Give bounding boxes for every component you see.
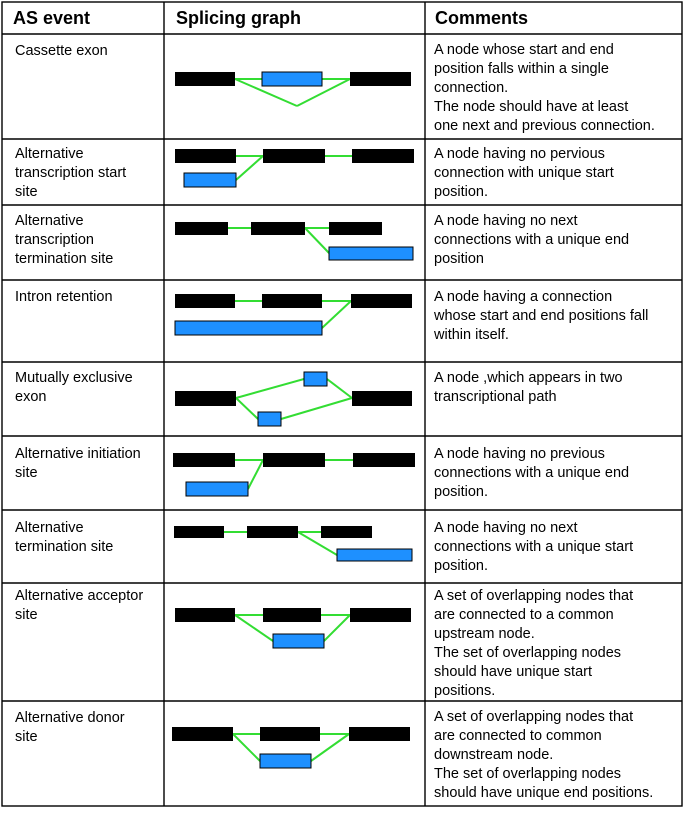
event-comment: A node having a connection whose start a… xyxy=(434,289,649,343)
constitutive-exon xyxy=(174,526,224,538)
alternative-exon xyxy=(272,633,325,649)
constitutive-exon xyxy=(175,391,236,406)
event-comment: A node ,which appears in two transcripti… xyxy=(434,370,623,405)
constitutive-exon xyxy=(262,294,322,308)
splicing-graph-alt-transcription-termination xyxy=(175,222,414,261)
event-comment: A set of overlapping nodes that are conn… xyxy=(434,709,654,801)
event-comment: A set of overlapping nodes that are conn… xyxy=(434,588,634,699)
constitutive-exon xyxy=(173,453,235,467)
constitutive-exon xyxy=(350,608,411,622)
alternative-exon xyxy=(174,320,323,336)
constitutive-exon xyxy=(175,149,236,163)
constitutive-exon xyxy=(321,526,372,538)
constitutive-exon xyxy=(351,294,412,308)
constitutive-exon xyxy=(352,149,414,163)
constitutive-exon xyxy=(350,72,411,86)
splicing-graph-alt-transcription-start xyxy=(175,149,414,188)
constitutive-exon xyxy=(251,222,305,235)
alternative-exon xyxy=(257,411,282,427)
alternative-exon xyxy=(303,371,328,387)
constitutive-exon xyxy=(263,149,325,163)
constitutive-exon xyxy=(172,727,233,741)
event-name: Alternative transcription start site xyxy=(15,146,127,200)
constitutive-exon xyxy=(329,222,382,235)
alternative-exon xyxy=(336,548,413,562)
event-name: Intron retention xyxy=(15,289,113,305)
event-name: Alternative donor site xyxy=(15,710,125,745)
event-name: Alternative acceptor site xyxy=(15,588,144,623)
splicing-graph-alt-donor xyxy=(172,727,410,769)
constitutive-exon xyxy=(260,727,320,741)
header-comments: Comments xyxy=(435,8,529,28)
alternative-exon xyxy=(328,246,414,261)
event-name: Alternative initiation site xyxy=(15,446,141,481)
event-comment: A node having no pervious connection wit… xyxy=(434,146,614,200)
event-name: Alternative transcription termination si… xyxy=(15,213,114,267)
constitutive-exon xyxy=(175,222,228,235)
splicing-graph-mutually-exclusive xyxy=(175,371,412,427)
splicing-graph-cassette-exon xyxy=(175,71,411,107)
event-comment: A node having no next connections with a… xyxy=(434,520,634,574)
constitutive-exon xyxy=(353,453,415,467)
constitutive-exon xyxy=(175,72,235,86)
constitutive-exon xyxy=(263,608,321,622)
alternative-exon xyxy=(183,172,237,188)
event-name: Mutually exclusive exon xyxy=(15,370,133,405)
constitutive-exon xyxy=(247,526,298,538)
event-comment: A node whose start and end position fall… xyxy=(434,42,655,134)
splicing-graph-intron-retention xyxy=(174,294,412,336)
header-as-event: AS event xyxy=(13,8,91,28)
event-name: Alternative termination site xyxy=(15,520,114,555)
event-name: Cassette exon xyxy=(15,43,108,59)
splicing-graph-alt-initiation xyxy=(173,453,415,497)
constitutive-exon xyxy=(352,391,412,406)
alternative-exon xyxy=(261,71,323,87)
splicing-graph-alt-termination xyxy=(174,526,413,562)
event-comment: A node having no previous connections wi… xyxy=(434,446,630,500)
alternative-exon xyxy=(259,753,312,769)
constitutive-exon xyxy=(175,294,235,308)
event-comment: A node having no next connections with a… xyxy=(434,213,630,267)
constitutive-exon xyxy=(175,608,235,622)
alternative-exon xyxy=(185,481,249,497)
header-splicing-graph: Splicing graph xyxy=(176,8,302,28)
constitutive-exon xyxy=(263,453,325,467)
splicing-graph-alt-acceptor xyxy=(175,608,411,649)
constitutive-exon xyxy=(349,727,410,741)
